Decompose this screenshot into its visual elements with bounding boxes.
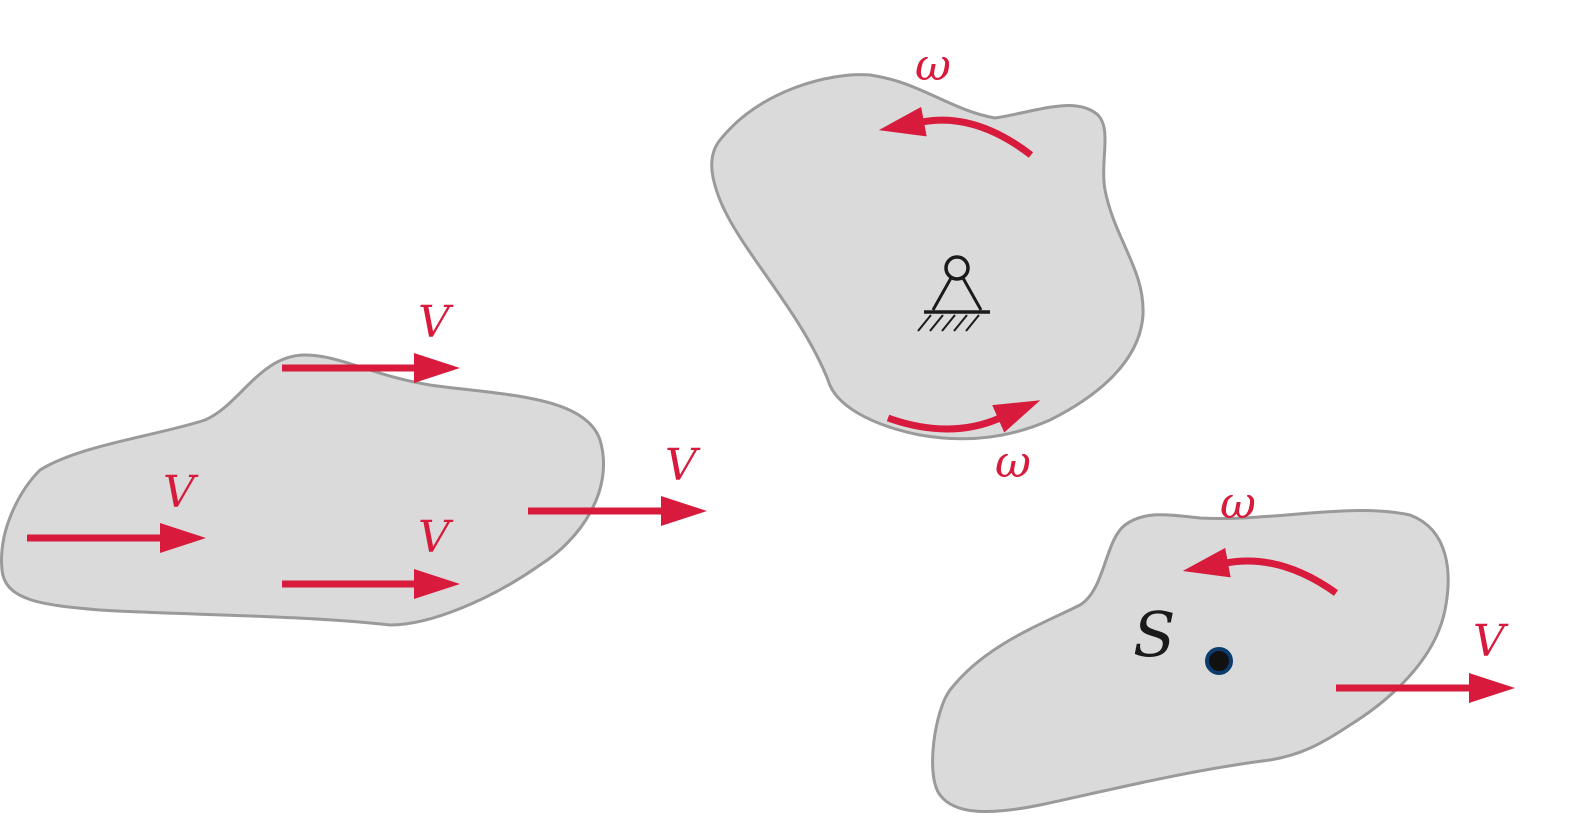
velocity-label-left: V (163, 467, 199, 518)
pin-leg-right (961, 277, 983, 311)
pin-support-icon (917, 255, 990, 332)
filled-dot-icon (1205, 647, 1233, 675)
ground-hatch (953, 314, 968, 332)
rotation-arrow-top (878, 106, 1034, 158)
ground-hatch (917, 314, 932, 332)
angular-velocity-label-general: ω (1220, 478, 1256, 529)
general-motion-body-outline (931, 509, 1450, 813)
angular-velocity-label-top: ω (915, 40, 951, 91)
velocity-label-general: V (1473, 616, 1509, 667)
velocity-label-right: V (665, 440, 701, 491)
ground-hatch (929, 314, 944, 332)
point-label: S (1133, 598, 1175, 671)
translating-body: V V V V (0, 297, 707, 627)
ground-hatch (965, 314, 980, 332)
rotation-arrow-general (1182, 547, 1339, 596)
rotating-body: ω ω (710, 40, 1145, 488)
translating-body-outline (0, 353, 606, 627)
rotating-body-outline (710, 73, 1145, 441)
velocity-label-top: V (418, 297, 454, 348)
pin-leg-left (931, 277, 953, 311)
rotation-arrow-bottom (886, 400, 1041, 433)
ground-hatch (941, 314, 956, 332)
angular-velocity-label-bottom: ω (995, 437, 1031, 488)
pin-joint (944, 255, 970, 281)
velocity-label-middle: V (418, 512, 454, 563)
general-motion-body: ω V S (931, 478, 1515, 813)
